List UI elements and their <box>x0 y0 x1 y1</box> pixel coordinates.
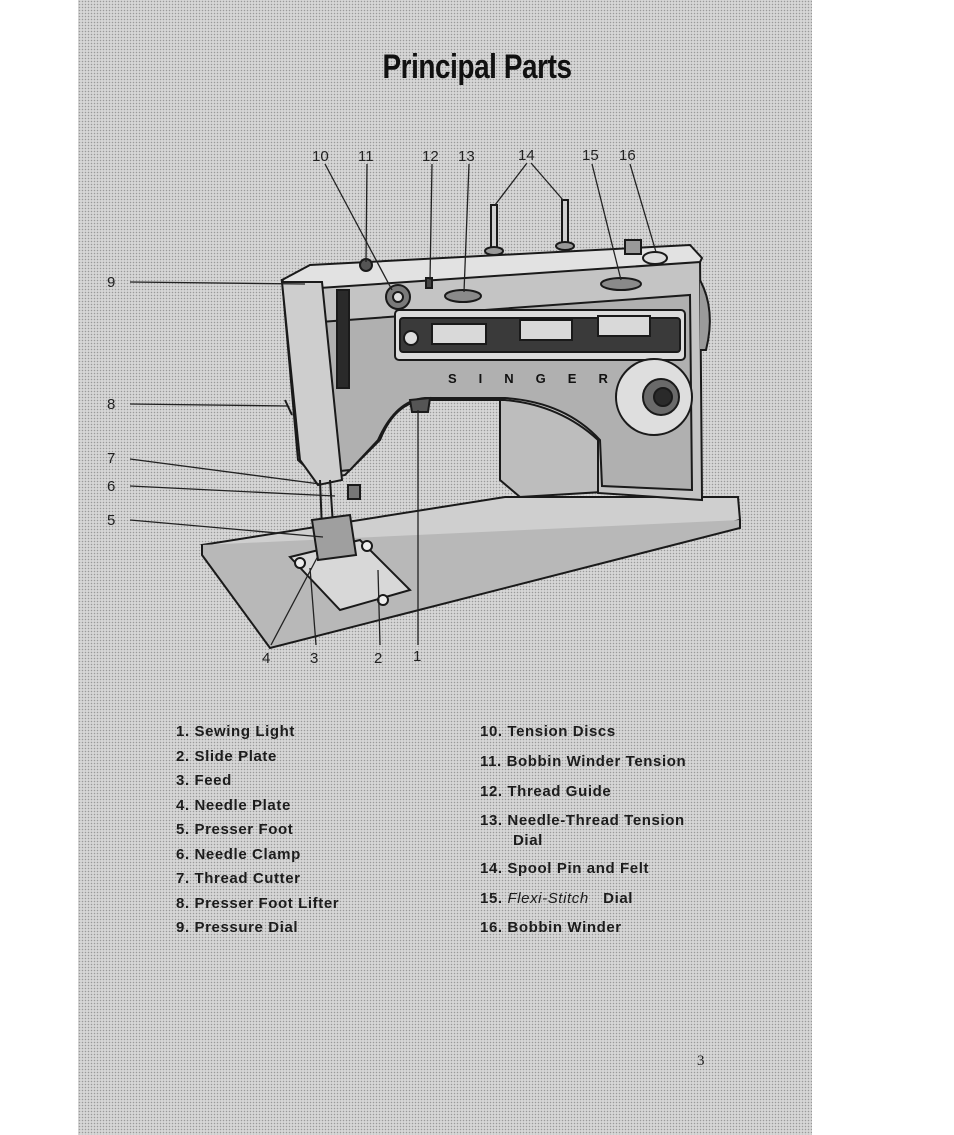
callout-leader-lines <box>129 162 657 646</box>
part-item-12: 12. Thread Guide <box>480 783 612 800</box>
leader-line-7 <box>129 458 321 485</box>
callout-13: 13 <box>458 148 475 165</box>
leader-line-12 <box>429 163 433 281</box>
part-item-9: 9. Pressure Dial <box>176 919 299 936</box>
callout-9: 9 <box>107 274 115 291</box>
callout-11: 11 <box>358 148 374 165</box>
callout-5: 5 <box>107 512 115 529</box>
part-item-7: 7. Thread Cutter <box>176 870 301 887</box>
part-item-4: 4. Needle Plate <box>176 796 291 814</box>
leader-line-8 <box>129 403 289 407</box>
leader-line-5 <box>129 519 324 538</box>
leader-line-3 <box>309 567 317 646</box>
leader-line-16 <box>629 163 657 253</box>
sewing-machine-diagram: SINGER 10 11 12 13 14 15 16 9 8 7 6 5 4 … <box>107 147 742 667</box>
callout-7: 7 <box>107 450 115 467</box>
callout-2: 2 <box>374 650 382 667</box>
part-item-13-line1: 13. Needle-Thread Tension <box>480 812 685 829</box>
part-item-13: 13. Needle-Thread Tension Dial <box>480 811 686 859</box>
callout-10: 10 <box>312 148 329 165</box>
leader-line-15 <box>591 163 622 281</box>
leader-line-14b <box>530 162 564 201</box>
callout-12: 12 <box>422 148 439 165</box>
part-item-13-line2: Dial <box>513 832 543 849</box>
part-item-1: 1. Sewing Light <box>176 723 296 740</box>
part-item-5: 5. Presser Foot <box>176 821 294 838</box>
callout-16: 16 <box>619 147 636 164</box>
brand-logo-text: SINGER <box>448 371 630 386</box>
callout-4: 4 <box>262 650 270 667</box>
callout-1: 1 <box>413 648 421 665</box>
parts-list-left: 1. Sewing Light 2. Slide Plate 3. Feed 4… <box>176 722 339 943</box>
callout-6: 6 <box>107 478 115 495</box>
sewing-machine-illustration <box>200 199 742 650</box>
part-item-2: 2. Slide Plate <box>176 747 277 765</box>
part-item-8: 8. Presser Foot Lifter <box>176 894 340 912</box>
part-item-6: 6. Needle Clamp <box>176 845 301 863</box>
page-number: 3 <box>697 1053 705 1069</box>
leader-line-9 <box>129 281 306 285</box>
callout-8: 8 <box>107 396 115 413</box>
part-item-16: 16. Bobbin Winder <box>480 919 622 936</box>
callout-15: 15 <box>582 147 599 164</box>
part-item-15-label: Dial <box>603 890 634 907</box>
leader-line-14a <box>494 162 528 206</box>
leader-line-2 <box>377 569 381 646</box>
leader-line-6 <box>129 485 336 497</box>
part-item-14: 14. Spool Pin and Felt <box>480 860 650 877</box>
part-item-15-brand: Flexi-Stitch <box>507 890 589 907</box>
page-title: Principal Parts <box>382 48 572 86</box>
part-item-15-number: 15. <box>480 890 503 907</box>
leader-line-10 <box>324 163 393 291</box>
part-item-3: 3. Feed <box>176 772 232 789</box>
part-item-11: 11. Bobbin Winder Tension <box>480 753 687 770</box>
part-item-15: 15. Flexi-Stitch Dial <box>480 889 686 918</box>
callout-3: 3 <box>310 650 318 667</box>
parts-list-right: 10. Tension Discs 11. Bobbin Winder Tens… <box>480 722 686 946</box>
leader-line-11 <box>365 163 368 263</box>
callout-14: 14 <box>518 147 535 164</box>
leader-line-13 <box>463 163 470 293</box>
part-item-10: 10. Tension Discs <box>480 723 616 740</box>
